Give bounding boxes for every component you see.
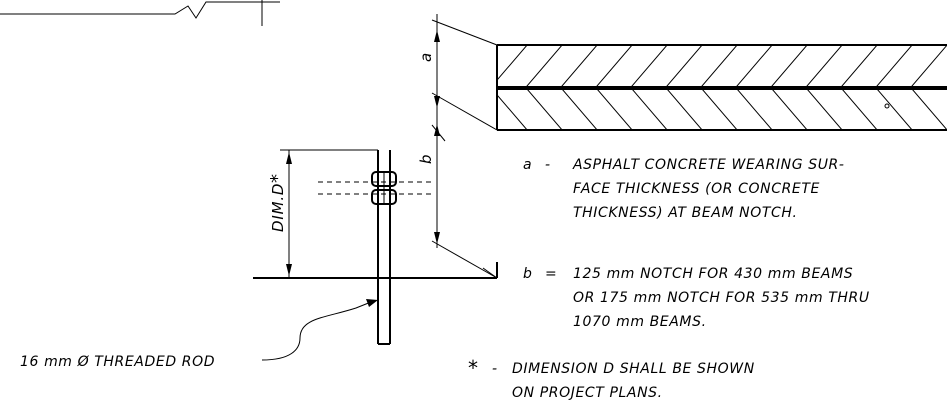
rod-label: 16 mm Ø THREADED ROD — [20, 354, 215, 370]
dimension-a-b — [431, 14, 498, 279]
rod-leader — [261, 301, 372, 361]
dimension-d-asterisk: * — [267, 173, 288, 183]
note-star-line-2: ON PROJECT PLANS. — [512, 385, 663, 401]
beam-hatch — [497, 89, 947, 130]
note-a-symbol: a — [523, 157, 532, 173]
note-b-dash: = — [545, 266, 557, 282]
note-star: * - DIMENSION D SHALL BE SHOWN ON PROJEC… — [468, 356, 755, 401]
wearing-surface-hatch — [497, 45, 947, 87]
note-a-line-3: THICKNESS) AT BEAM NOTCH. — [573, 205, 798, 221]
dimension-d-label: DIM.D — [269, 183, 287, 232]
beam-section — [496, 44, 947, 131]
note-star-symbol: * — [468, 356, 479, 380]
note-star-line-1: DIMENSION D SHALL BE SHOWN — [512, 361, 755, 377]
note-a-line-2: FACE THICKNESS (OR CONCRETE — [573, 181, 820, 197]
dimension-b-label: b — [417, 154, 435, 164]
threaded-rod — [318, 150, 432, 345]
note-a: a - ASPHALT CONCRETE WEARING SUR- FACE T… — [523, 157, 845, 221]
note-a-dash: - — [545, 157, 551, 173]
note-b-line-2: OR 175 mm NOTCH FOR 535 mm THRU — [573, 290, 870, 306]
dimension-a-label: a — [417, 52, 435, 62]
note-b-line-3: 1070 mm BEAMS. — [573, 314, 707, 330]
note-star-dash: - — [492, 361, 498, 377]
note-a-line-1: ASPHALT CONCRETE WEARING SUR- — [572, 157, 845, 173]
dimension-d — [280, 149, 378, 278]
note-b-symbol: b — [523, 266, 533, 282]
break-line — [0, 0, 280, 26]
note-b: b = 125 mm NOTCH FOR 430 mm BEAMS OR 175… — [523, 266, 870, 330]
note-b-line-1: 125 mm NOTCH FOR 430 mm BEAMS — [573, 266, 853, 282]
